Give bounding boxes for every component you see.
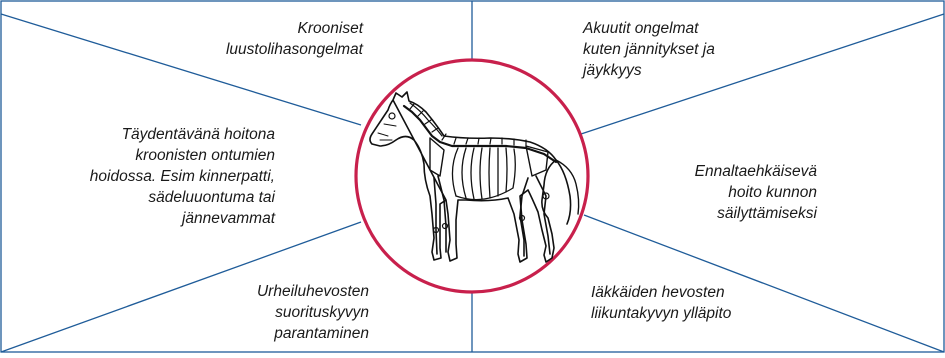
label-line: luustolihasongelmat [226, 39, 363, 60]
label-chronic-musculoskeletal: Krooniset luustolihasongelmat [226, 18, 363, 60]
label-preventive-care: Ennaltaehkäisevä hoito kunnon säilyttämi… [695, 161, 817, 224]
label-line: sädeluuontuma tai [90, 187, 275, 208]
label-acute-problems: Akuutit ongelmat kuten jännitykset ja jä… [583, 18, 715, 81]
label-line: Ennaltaehkäisevä [695, 161, 817, 182]
label-sport-performance: Urheiluhevosten suorituskyvyn parantamin… [257, 281, 369, 344]
label-line: suorituskyvyn [257, 302, 369, 323]
label-senior-mobility: Iäkkäiden hevosten liikuntakyvyn ylläpit… [591, 282, 731, 324]
label-line: kuten jännitykset ja [583, 39, 715, 60]
label-line: Akuutit ongelmat [583, 18, 715, 39]
label-line: kroonisten ontumien [90, 145, 275, 166]
label-line: jännevammat [90, 208, 275, 229]
label-line: jäykkyys [583, 60, 715, 81]
label-line: Urheiluhevosten [257, 281, 369, 302]
label-line: liikuntakyvyn ylläpito [591, 303, 731, 324]
label-line: säilyttämiseksi [695, 203, 817, 224]
label-chronic-lameness: Täydentävänä hoitona kroonisten ontumien… [90, 124, 275, 229]
label-line: Täydentävänä hoitona [90, 124, 275, 145]
center-circle [356, 60, 588, 292]
label-line: hoito kunnon [695, 182, 817, 203]
label-line: hoidossa. Esim kinnerpatti, [90, 166, 275, 187]
label-line: Iäkkäiden hevosten [591, 282, 731, 303]
label-line: Krooniset [226, 18, 363, 39]
label-line: parantaminen [257, 323, 369, 344]
